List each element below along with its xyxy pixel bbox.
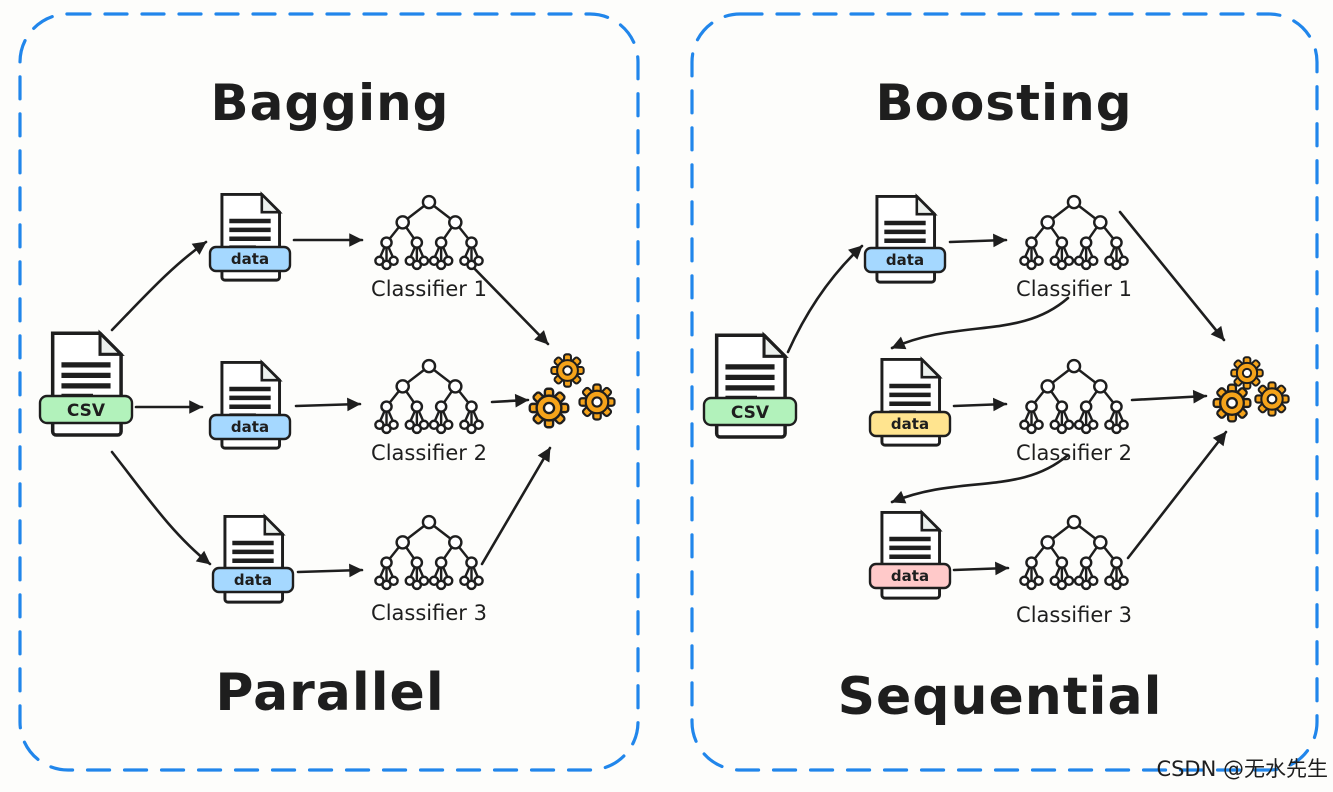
- boosting-data-file-1: data: [863, 196, 947, 282]
- bagging-data-file-3: data: [211, 516, 295, 602]
- boosting-data-file-2: data: [868, 359, 952, 445]
- file-ribbon: [702, 396, 798, 427]
- panel-bagging: Bagging CSV data data: [18, 12, 640, 772]
- file-ribbon-label: data: [234, 571, 272, 589]
- bagging-title: Bagging: [211, 74, 450, 132]
- bagging-source-file-icon: CSV: [38, 333, 134, 435]
- bagging-mode-label: Parallel: [215, 663, 444, 723]
- classifier-label: Classifier 1: [371, 277, 487, 301]
- panel-boosting: Boosting CSV data data: [690, 12, 1319, 772]
- file-ribbon: [863, 246, 947, 274]
- file-ribbon-label: CSV: [67, 401, 106, 421]
- bagging-classifier-2: Classifier 2: [371, 358, 487, 465]
- classifier-label: Classifier 1: [1016, 277, 1132, 301]
- file-ribbon: [208, 245, 292, 273]
- decision-tree-icon: [1019, 514, 1129, 591]
- arrow-data1-to-tree1: [948, 233, 1008, 248]
- bagging-panel-border: [18, 12, 640, 772]
- boosting-classifier-2: Classifier 2: [1016, 358, 1132, 465]
- decision-tree-icon: [374, 358, 484, 435]
- boosting-gears-icon: [1212, 356, 1290, 423]
- boosting-classifier-1: Classifier 1: [1016, 194, 1132, 301]
- arrow-data3-to-tree3: [296, 563, 364, 578]
- boosting-source-file-icon: CSV: [702, 335, 798, 437]
- file-ribbon-label: data: [891, 567, 929, 585]
- gear-icon: [550, 353, 585, 388]
- arrow-data3-to-tree3: [952, 561, 1010, 576]
- classifier-label: Classifier 2: [1016, 441, 1132, 465]
- classifier-label: Classifier 2: [371, 441, 487, 465]
- arrow-tree2-to-data3: [890, 453, 1070, 504]
- arrow-tree1-to-gears: [1118, 210, 1226, 342]
- file-ribbon-label: data: [886, 251, 924, 269]
- boosting-title: Boosting: [876, 74, 1133, 132]
- decision-tree-icon: [1019, 194, 1129, 271]
- file-ribbon-label: data: [231, 250, 269, 268]
- boosting-data-file-3: data: [868, 512, 952, 598]
- gear-icon: [1212, 383, 1252, 423]
- arrow-tree3-to-gears: [1126, 430, 1228, 560]
- bagging-data-file-2: data: [208, 362, 292, 448]
- arrow-csv-to-data1: [786, 244, 864, 354]
- file-ribbon: [868, 562, 952, 590]
- gear-icon: [528, 387, 570, 429]
- classifier-label: Classifier 3: [371, 601, 487, 625]
- arrow-tree2-to-gears: [1130, 389, 1208, 404]
- arrow-tree1-to-data2: [890, 296, 1070, 350]
- bagging-data-file-1: data: [208, 194, 292, 280]
- arrow-tree2-to-gears: [490, 393, 530, 408]
- classifier-label: Classifier 3: [1016, 603, 1132, 627]
- file-ribbon: [868, 410, 952, 438]
- decision-tree-icon: [374, 194, 484, 271]
- bagging-classifier-3: Classifier 3: [371, 514, 487, 625]
- watermark: CSDN @无水先生: [1156, 757, 1328, 781]
- bagging-arrows: [110, 233, 552, 578]
- file-ribbon-label: CSV: [731, 403, 770, 423]
- file-ribbon-label: data: [231, 418, 269, 436]
- file-ribbon: [208, 413, 292, 441]
- arrow-csv-to-data1: [110, 240, 208, 332]
- arrow-data2-to-tree2: [952, 397, 1008, 412]
- boosting-panel-border: [690, 12, 1319, 772]
- arrow-data2-to-tree2: [294, 397, 362, 412]
- boosting-mode-label: Sequential: [838, 667, 1163, 727]
- arrow-tree1-to-gears: [466, 260, 550, 346]
- gear-icon: [1254, 381, 1290, 417]
- file-ribbon: [211, 566, 295, 594]
- bagging-gears-icon: [528, 353, 616, 429]
- arrow-csv-to-data3: [110, 450, 212, 566]
- gear-icon: [578, 383, 616, 421]
- boosting-arrows: [786, 210, 1228, 576]
- file-ribbon: [38, 394, 134, 425]
- gear-icon: [1230, 356, 1264, 390]
- boosting-classifier-3: Classifier 3: [1016, 514, 1132, 627]
- arrow-tree3-to-gears: [480, 446, 552, 566]
- file-ribbon-label: data: [891, 415, 929, 433]
- decision-tree-icon: [374, 514, 484, 591]
- decision-tree-icon: [1019, 358, 1129, 435]
- bagging-classifier-1: Classifier 1: [371, 194, 487, 301]
